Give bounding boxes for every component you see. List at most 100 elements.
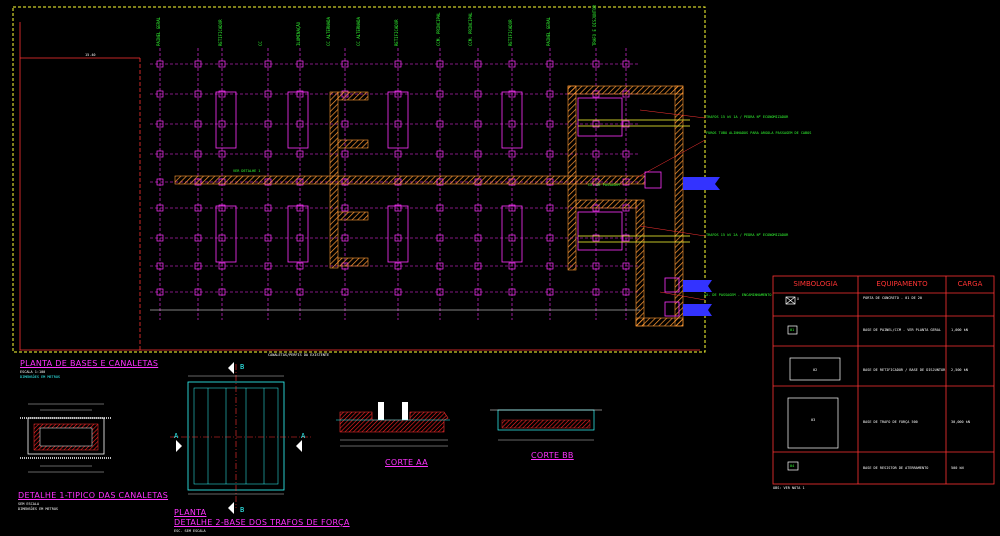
- column-marker: [474, 234, 482, 242]
- column-marker: [592, 234, 600, 242]
- detail2-plan: [170, 362, 312, 514]
- column-marker: [194, 262, 202, 270]
- column-marker: [296, 234, 304, 242]
- column-marker: [508, 150, 516, 158]
- legend-row-4-equipment: BASE DE TRAFO DE FORÇA 500: [863, 420, 918, 424]
- legend-header-equipment: EQUIPAMENTO: [876, 280, 928, 288]
- column-marker: [194, 204, 202, 212]
- column-label: CC ALTERNADA: [326, 17, 331, 46]
- column-marker: [622, 234, 630, 242]
- section-letter-a-right: A: [301, 432, 306, 440]
- column-marker: [436, 120, 444, 128]
- column-marker: [218, 60, 226, 68]
- column-marker: [508, 288, 516, 296]
- column-marker: [474, 204, 482, 212]
- column-marker: [296, 150, 304, 158]
- column-marker: [508, 120, 516, 128]
- detail1-title: DETALHE 1-TIPICO DAS CANALETAS: [18, 491, 169, 500]
- column-marker: [394, 204, 402, 212]
- trafo-connection-lines: [578, 119, 690, 243]
- note-trafo1: TRAFOS 15 kV 1A / PEDRA Nº ECONOMIZADOR: [706, 115, 789, 119]
- plan-title: PLANTA DE BASES E CANALETAS: [20, 359, 159, 368]
- column-marker: [218, 204, 226, 212]
- legend-table-grid: [772, 275, 995, 485]
- column-marker: [264, 262, 272, 270]
- column-label: CC ALTERNADA: [356, 17, 361, 46]
- column-marker: [622, 262, 630, 270]
- column-marker: [264, 120, 272, 128]
- column-marker: [546, 288, 554, 296]
- column-marker: [341, 60, 349, 68]
- column-marker: [194, 120, 202, 128]
- column-marker: [194, 60, 202, 68]
- column-marker: [474, 120, 482, 128]
- column-marker: [156, 150, 164, 158]
- legend-header-load: CARGA: [957, 280, 983, 288]
- column-marker: [156, 288, 164, 296]
- equipment-base: [501, 91, 523, 149]
- column-marker: [218, 288, 226, 296]
- column-marker: [508, 234, 516, 242]
- cable-arrows: [683, 177, 720, 316]
- column-marker: [156, 120, 164, 128]
- leader-lines: [635, 109, 706, 301]
- column-marker: [264, 150, 272, 158]
- column-marker: [296, 204, 304, 212]
- corte-bb-title: CORTE BB: [531, 451, 574, 460]
- column-marker: [296, 60, 304, 68]
- column-marker: [436, 204, 444, 212]
- column-marker: [341, 120, 349, 128]
- column-marker: [264, 60, 272, 68]
- column-marker: [218, 120, 226, 128]
- column-marker: [592, 150, 600, 158]
- column-marker: [156, 178, 164, 186]
- column-marker: [194, 150, 202, 158]
- legend-row-1-equipment: PORTA DE CONCRETO - 01 DE 20: [863, 296, 923, 300]
- legend-footer: OBS: VER NOTA 1: [773, 486, 805, 490]
- column-marker: [194, 288, 202, 296]
- column-marker: [546, 262, 554, 270]
- column-marker: [474, 90, 482, 98]
- column-marker: [592, 262, 600, 270]
- trench-branch-1: [337, 91, 369, 101]
- vertical-trench: [329, 91, 339, 269]
- equipment-base: [501, 205, 523, 263]
- column-marker: [394, 234, 402, 242]
- junction-boxes: [644, 171, 680, 317]
- column-marker: [341, 150, 349, 158]
- legend-row-3-symbol: 02: [813, 368, 818, 372]
- column-marker: [508, 90, 516, 98]
- equipment-base: [287, 91, 309, 149]
- column-marker: [218, 234, 226, 242]
- column-marker: [156, 60, 164, 68]
- column-marker: [546, 120, 554, 128]
- column-marker: [296, 262, 304, 270]
- trafo-bases: [577, 97, 623, 251]
- column-marker: [546, 90, 554, 98]
- legend-table: SIMBOLOGIA EQUIPAMENTO CARGA X PORTA DE …: [773, 276, 994, 490]
- column-marker: [474, 288, 482, 296]
- legend-row-4-symbol: 03: [811, 418, 816, 422]
- column-marker: [218, 90, 226, 98]
- column-marker: [436, 150, 444, 158]
- equipment-base: [387, 205, 409, 263]
- trench-branch-3: [337, 211, 369, 221]
- legend-row-5-equipment: BASE DE RESISTOR DE ATERRAMENTO: [863, 466, 929, 470]
- detail2-planta-label: PLANTA: [174, 508, 207, 517]
- column-marker: [264, 90, 272, 98]
- column-marker: [546, 60, 554, 68]
- equipment-base: [215, 205, 237, 263]
- column-marker: [194, 234, 202, 242]
- column-marker: [592, 288, 600, 296]
- column-marker: [508, 204, 516, 212]
- column-marker: [508, 60, 516, 68]
- plan-top-dim: 15.40: [85, 53, 96, 57]
- detail1-drawing: [20, 403, 112, 473]
- column-marker: [341, 234, 349, 242]
- detail1-units: DIMENSÕES EM METROS: [18, 507, 59, 511]
- column-marker: [622, 120, 630, 128]
- column-label: RETIFICADOR: [218, 19, 223, 46]
- column-marker: [546, 234, 554, 242]
- section-letter-a-left: A: [174, 432, 179, 440]
